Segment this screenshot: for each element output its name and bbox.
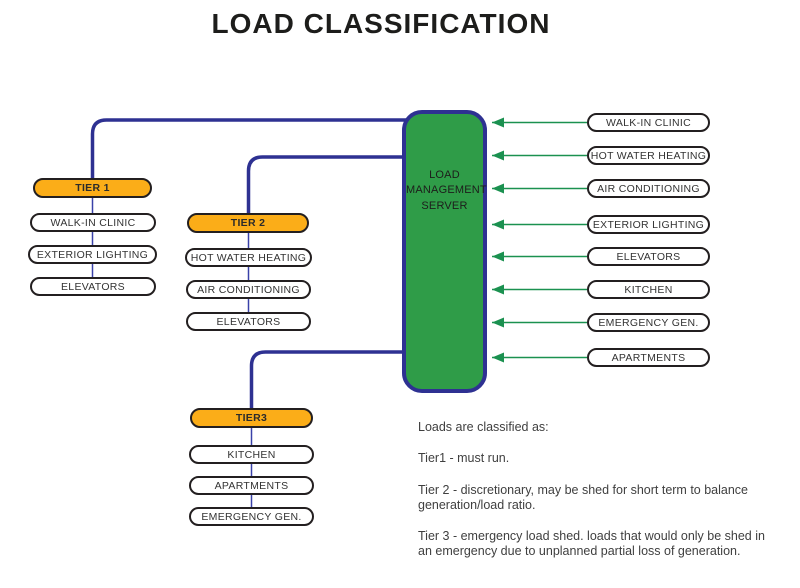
tier2-trunk-line <box>246 155 410 215</box>
load-emergency-gen: EMERGENCY GEN. <box>587 313 710 332</box>
tier1-pill: TIER 1 <box>33 178 152 198</box>
load-air-conditioning: AIR CONDITIONING <box>587 179 710 198</box>
load-management-server: LOAD MANAGEMENT SERVER <box>402 110 487 393</box>
tier1-item-walk-in-clinic: WALK-IN CLINIC <box>30 213 156 232</box>
tier2-item-elevators: ELEVATORS <box>186 312 311 331</box>
notes-tier2: Tier 2 - discretionary, may be shed for … <box>418 482 748 512</box>
tier2-item-air-conditioning: AIR CONDITIONING <box>186 280 311 299</box>
notes-tier3: Tier 3 - emergency load shed. loads that… <box>418 529 765 559</box>
tier1-item-elevators: ELEVATORS <box>30 277 156 296</box>
load-kitchen: KITCHEN <box>587 280 710 299</box>
tier3-pill: TIER3 <box>190 408 313 428</box>
load-apartments: APARTMENTS <box>587 348 710 367</box>
tier1-trunk-line <box>90 118 410 180</box>
load-hot-water-heating: HOT WATER HEATING <box>587 146 710 165</box>
load-exterior-lighting: EXTERIOR LIGHTING <box>587 215 710 234</box>
tier3-trunk-line <box>249 350 410 410</box>
server-label: LOAD MANAGEMENT SERVER <box>406 169 487 212</box>
load-elevators: ELEVATORS <box>587 247 710 266</box>
notes-tier1: Tier1 - must run. <box>418 451 510 466</box>
page-title: LOAD CLASSIFICATION <box>211 8 551 39</box>
tier1-item-exterior-lighting: EXTERIOR LIGHTING <box>28 245 157 264</box>
tier3-item-kitchen: KITCHEN <box>189 445 314 464</box>
tier2-pill: TIER 2 <box>187 213 309 233</box>
tier2-item-hot-water-heating: HOT WATER HEATING <box>185 248 312 267</box>
tier3-item-apartments: APARTMENTS <box>189 476 314 495</box>
load-walk-in-clinic: WALK-IN CLINIC <box>587 113 710 132</box>
tier3-item-emergency-gen: EMERGENCY GEN. <box>189 507 314 526</box>
notes-intro: Loads are classified as: <box>418 420 549 434</box>
classification-notes: Loads are classified as: Tier1 - must ru… <box>418 420 790 576</box>
